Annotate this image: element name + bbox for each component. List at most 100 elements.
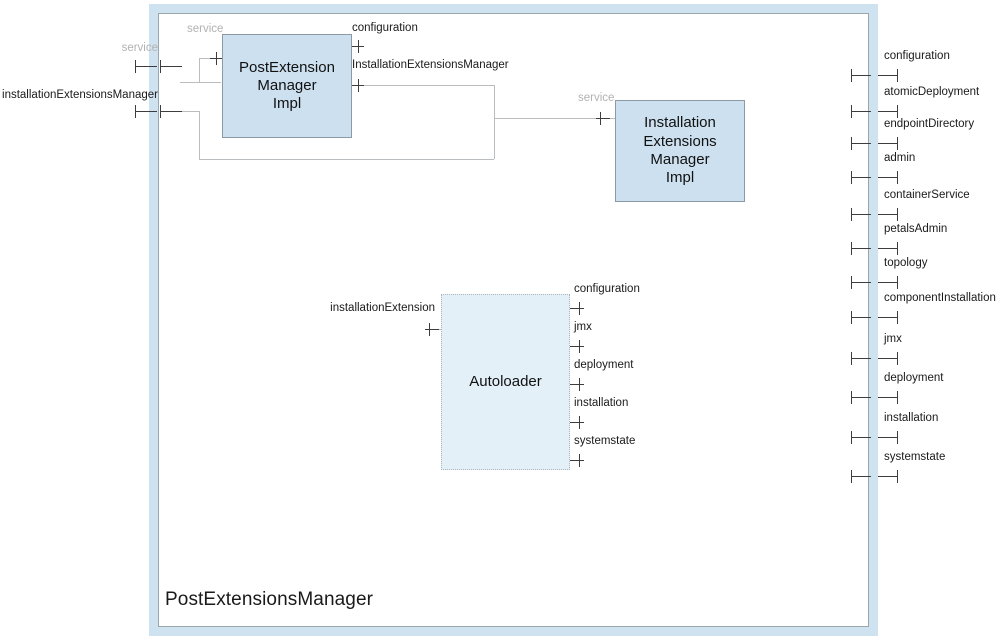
port-stub: [878, 397, 898, 398]
port-stub: [878, 358, 898, 359]
port-tick: [897, 69, 898, 82]
port-tick: [851, 311, 852, 324]
port-label-autoloader-deployment: deployment: [574, 359, 634, 371]
port-label-iem-service: service: [578, 92, 615, 104]
wire-iem-up: [494, 85, 495, 159]
component-autoloader[interactable]: Autoloader: [441, 294, 570, 470]
port-stub: [851, 437, 871, 438]
port-label-external-topology: topology: [884, 257, 928, 269]
port-stub: [878, 476, 898, 477]
port-stub: [878, 75, 898, 76]
port-tick: [897, 311, 898, 324]
port-label-pem-service: service: [187, 23, 224, 35]
port-tick: [851, 69, 852, 82]
port-tick: [160, 60, 161, 73]
port-stub: [878, 282, 898, 283]
port-stub: [878, 177, 898, 178]
port-stub: [570, 422, 584, 423]
port-label-external-configuration: configuration: [884, 50, 950, 62]
port-tick: [897, 171, 898, 184]
port-stub: [851, 177, 871, 178]
port-tick: [897, 137, 898, 150]
port-label-autoloader-installation: installation: [574, 397, 629, 409]
port-tick: [579, 302, 580, 315]
port-tick: [429, 323, 430, 336]
port-tick: [851, 242, 852, 255]
port-stub: [135, 66, 157, 67]
port-label-external-installation: installation: [884, 412, 939, 424]
port-stub: [851, 248, 871, 249]
port-stub: [851, 143, 871, 144]
port-label-external-admin: admin: [884, 152, 916, 164]
port-label-external-jmx: jmx: [884, 333, 902, 345]
port-stub: [425, 329, 439, 330]
port-tick: [851, 105, 852, 118]
port-tick: [216, 52, 217, 65]
component-label: Installation Extensions Manager Impl: [643, 114, 717, 187]
port-tick: [135, 60, 136, 73]
port-label-external-container-service: containerService: [884, 189, 970, 201]
port-tick: [897, 242, 898, 255]
wire-iem-to-iemimpl-service: [494, 118, 615, 119]
port-stub: [851, 214, 871, 215]
port-label-external-endpoint-directory: endpointDirectory: [884, 118, 975, 130]
port-stub: [851, 358, 871, 359]
port-stub: [851, 282, 871, 283]
port-tick: [579, 454, 580, 467]
port-tick: [851, 137, 852, 150]
port-tick: [851, 391, 852, 404]
port-stub: [851, 476, 871, 477]
wire-iem-top-run: [362, 85, 494, 86]
port-label-autoloader-installation-extension: installationExtension: [330, 302, 435, 314]
port-tick: [897, 391, 898, 404]
component-label: PostExtension Manager Impl: [239, 58, 335, 113]
port-stub: [160, 111, 182, 112]
wire-service-run-right: [199, 82, 221, 83]
port-stub: [878, 111, 898, 112]
port-label-pem-installation-extensions-manager: InstallationExtensionsManager: [352, 59, 509, 71]
page-title: PostExtensionsManager: [165, 589, 374, 610]
port-tick: [851, 470, 852, 483]
port-tick: [358, 79, 359, 92]
port-label-external-component-installation: componentInstallation: [884, 292, 996, 304]
port-stub: [851, 75, 871, 76]
port-stub: [135, 111, 157, 112]
port-tick: [579, 340, 580, 353]
port-stub: [570, 384, 584, 385]
port-stub: [160, 66, 182, 67]
port-tick: [897, 276, 898, 289]
port-stub: [570, 308, 584, 309]
port-label-pem-configuration: configuration: [352, 22, 418, 34]
port-label-external-deployment: deployment: [884, 372, 944, 384]
port-stub: [878, 248, 898, 249]
port-stub: [851, 397, 871, 398]
port-stub: [570, 460, 584, 461]
composite-frame-band: [149, 4, 878, 636]
port-stub: [878, 437, 898, 438]
port-stub: [878, 214, 898, 215]
wire-iem-down: [199, 111, 200, 159]
port-label-external-installation-extensions-manager: installationExtensionsManager: [2, 89, 158, 101]
port-stub: [570, 346, 584, 347]
port-tick: [897, 105, 898, 118]
port-label-autoloader-systemstate: systemstate: [574, 435, 636, 447]
component-post-extension-manager-impl[interactable]: PostExtension Manager Impl: [222, 34, 352, 138]
port-stub: [851, 111, 871, 112]
component-label: Autoloader: [469, 372, 542, 390]
port-tick: [897, 431, 898, 444]
port-label-external-systemstate: systemstate: [884, 451, 946, 463]
port-tick: [897, 470, 898, 483]
port-tick: [579, 416, 580, 429]
port-tick: [897, 352, 898, 365]
port-tick: [135, 105, 136, 118]
port-stub: [878, 317, 898, 318]
component-installation-extensions-manager-impl[interactable]: Installation Extensions Manager Impl: [615, 100, 745, 202]
wire-service-external-to-internal: [180, 82, 199, 83]
port-tick: [600, 112, 601, 125]
wire-iem-external-stub: [180, 111, 200, 112]
port-label-external-atomic-deployment: atomicDeployment: [884, 86, 980, 98]
port-label-autoloader-configuration: configuration: [574, 283, 640, 295]
port-tick: [851, 208, 852, 221]
port-stub: [596, 118, 610, 119]
